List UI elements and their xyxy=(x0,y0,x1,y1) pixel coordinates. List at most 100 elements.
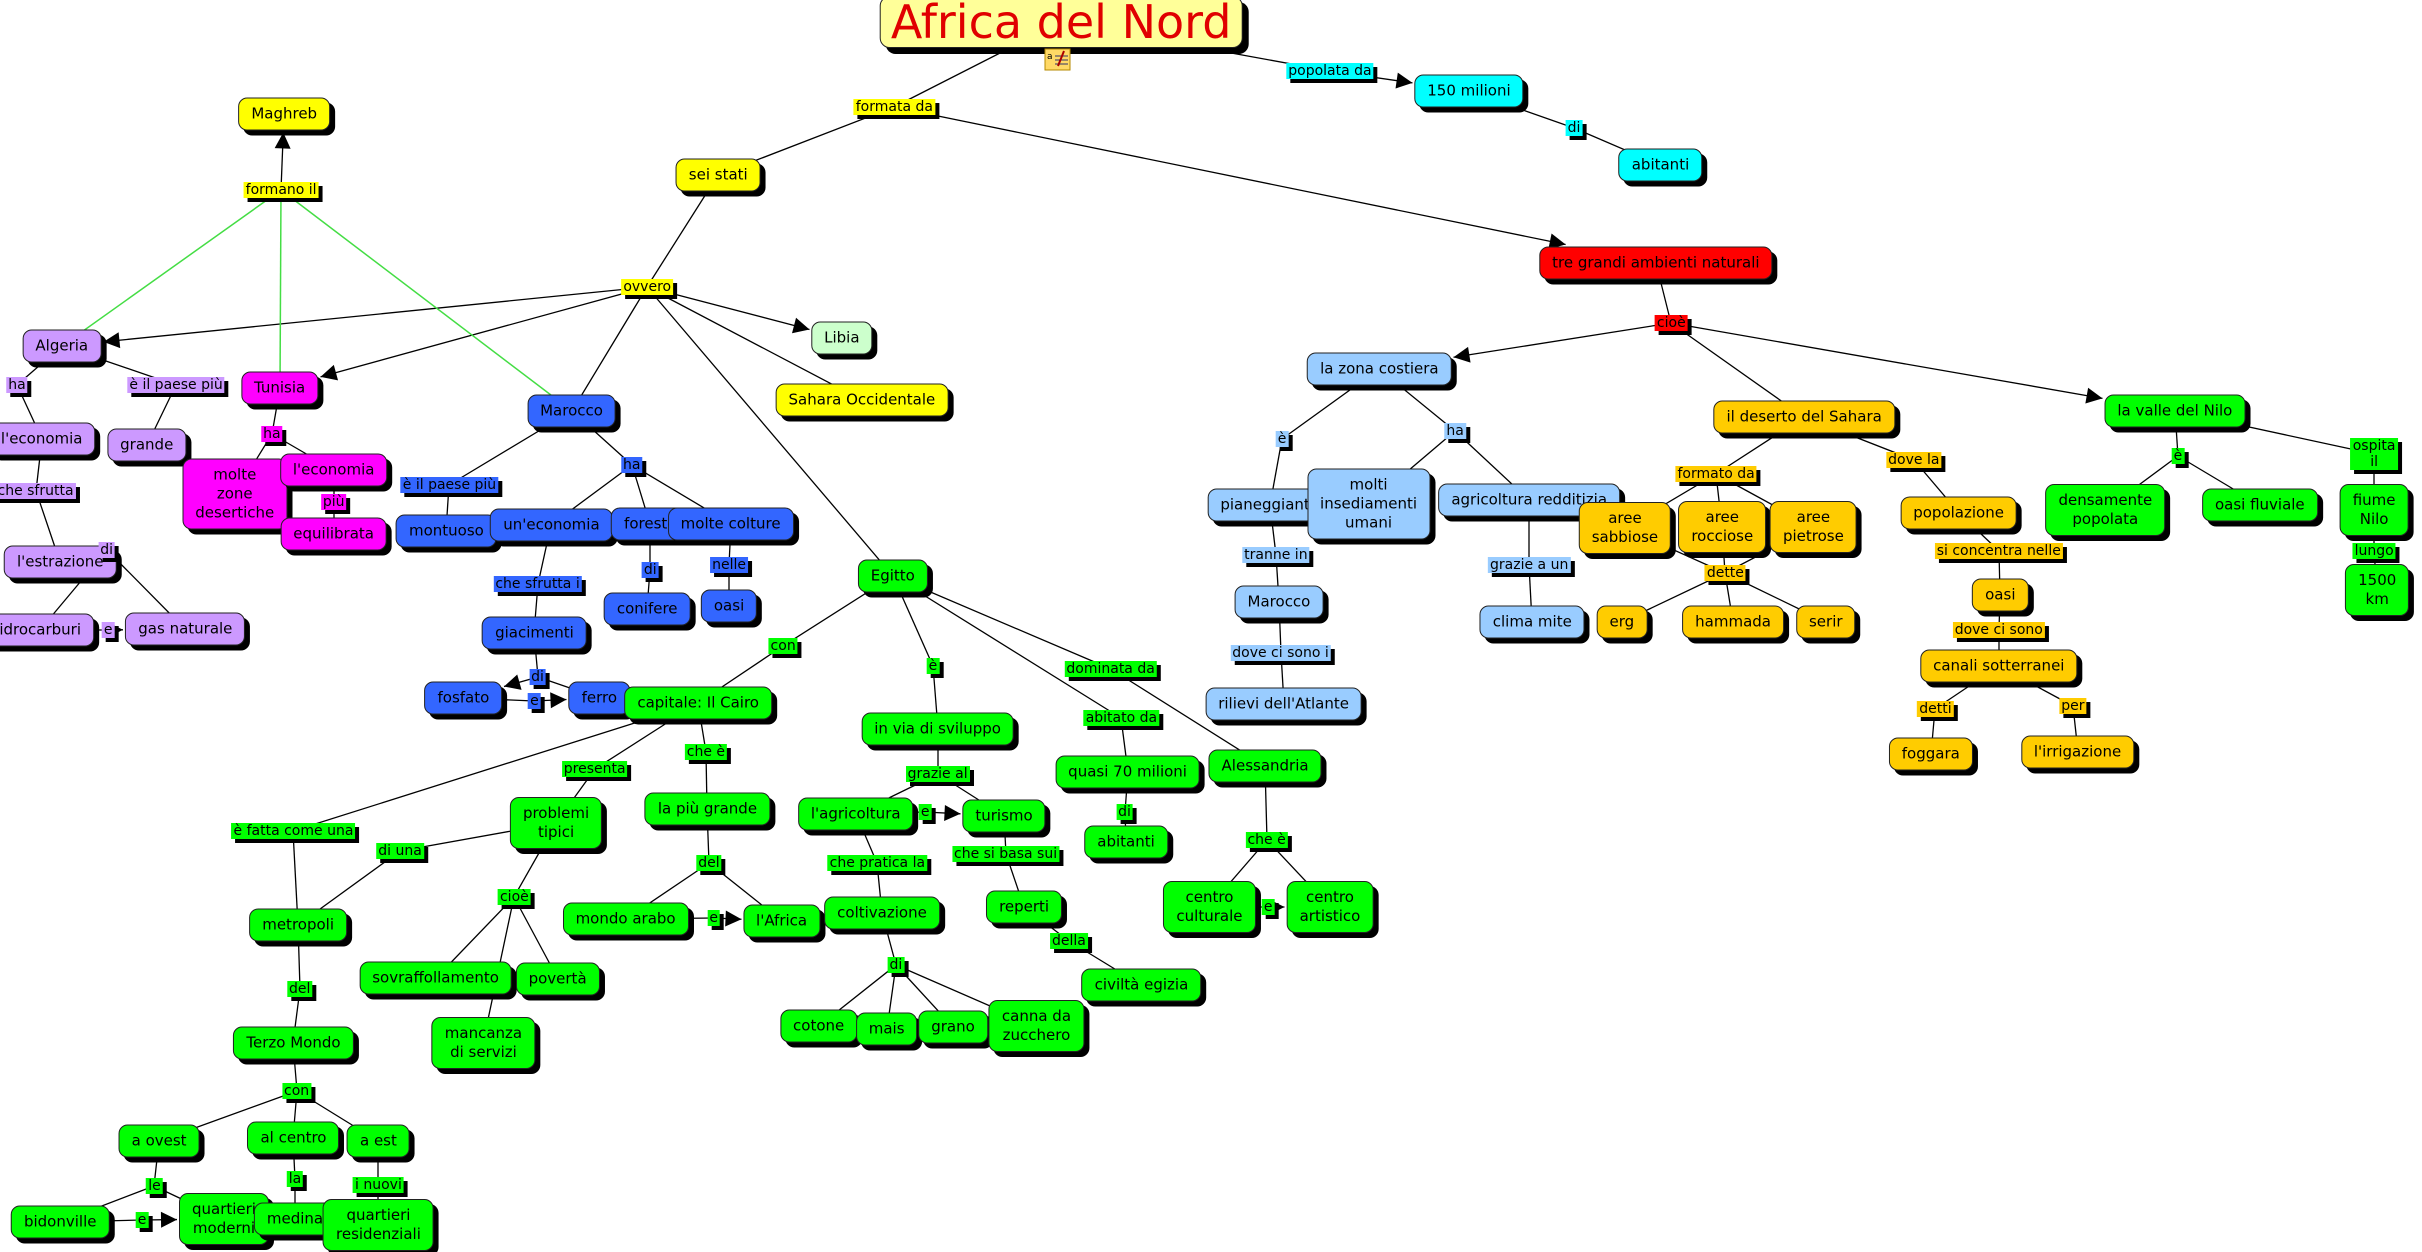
link-label: detti xyxy=(1917,700,1954,717)
link-label: formata da xyxy=(853,98,935,115)
link-label: di xyxy=(1116,804,1133,821)
concept-node[interactable]: conifere xyxy=(603,592,691,626)
concept-node[interactable]: turismo xyxy=(962,799,1046,833)
link-label: di xyxy=(887,957,905,974)
concept-node[interactable]: Sahara Occidentale xyxy=(775,383,949,417)
concept-node[interactable]: molte colture xyxy=(667,507,794,541)
concept-node[interactable]: l'irrigazione xyxy=(2020,735,2135,769)
concept-node[interactable]: a est xyxy=(346,1124,410,1158)
concept-node[interactable]: oasi fluviale xyxy=(2201,488,2318,522)
link-label: ha xyxy=(6,376,28,393)
concept-node[interactable]: hammada xyxy=(1682,605,1784,639)
concept-node[interactable]: metropoli xyxy=(249,908,347,942)
concept-node[interactable]: idrocarburi xyxy=(0,613,94,647)
concept-node[interactable]: molte zone desertiche xyxy=(182,458,288,530)
concept-node[interactable]: Algeria xyxy=(22,329,102,363)
concept-node[interactable]: grande xyxy=(107,428,187,462)
concept-node[interactable]: mancanza di servizi xyxy=(431,1016,536,1069)
concept-node[interactable]: medina xyxy=(253,1202,337,1236)
concept-node[interactable]: grano xyxy=(918,1010,988,1044)
concept-node[interactable]: l'estrazione xyxy=(3,545,117,579)
concept-node[interactable]: l'economia xyxy=(279,453,388,487)
concept-node[interactable]: capitale: Il Cairo xyxy=(624,686,772,720)
concept-node[interactable]: Maghreb xyxy=(238,97,331,131)
concept-node[interactable]: Marocco xyxy=(1234,585,1324,619)
link-label: e xyxy=(135,1212,149,1229)
concept-node[interactable]: molti insediamenti umani xyxy=(1307,468,1431,540)
concept-node[interactable]: aree sabbiose xyxy=(1578,502,1672,555)
concept-node[interactable]: centro culturale xyxy=(1163,880,1256,933)
concept-node[interactable]: in via di sviluppo xyxy=(861,712,1014,746)
concept-node[interactable]: il deserto del Sahara xyxy=(1713,400,1895,434)
concept-node[interactable]: quasi 70 milioni xyxy=(1055,755,1200,789)
concept-node[interactable]: canali sotterranei xyxy=(1920,649,2078,683)
concept-node[interactable]: Egitto xyxy=(857,559,928,593)
concept-node[interactable]: a ovest xyxy=(118,1124,200,1158)
link-label: tranne in xyxy=(1242,546,1310,563)
concept-node[interactable]: rilievi dell'Atlante xyxy=(1205,687,1362,721)
note-icon[interactable]: a xyxy=(1044,48,1072,76)
concept-node[interactable]: problemi tipici xyxy=(509,797,603,850)
concept-node[interactable]: la zona costiera xyxy=(1307,352,1452,386)
concept-node[interactable]: l'agricoltura xyxy=(797,797,914,831)
concept-node[interactable]: densamente popolata xyxy=(2045,483,2166,536)
concept-node[interactable]: Marocco xyxy=(527,394,616,428)
concept-node[interactable]: ferro xyxy=(568,681,631,715)
link-label: è xyxy=(2171,447,2185,464)
arrowhead-icon xyxy=(2085,387,2103,404)
concept-node[interactable]: sei stati xyxy=(675,158,761,192)
map-title[interactable]: Africa del Nord xyxy=(879,0,1243,48)
concept-node[interactable]: Terzo Mondo xyxy=(233,1026,354,1060)
concept-node[interactable]: cotone xyxy=(780,1009,858,1043)
arrowhead-icon xyxy=(791,317,810,334)
concept-node[interactable]: la valle del Nilo xyxy=(2104,394,2246,428)
concept-node[interactable]: mondo arabo xyxy=(562,902,689,936)
concept-node[interactable]: la più grande xyxy=(644,792,771,826)
link-label: è fatta come una xyxy=(231,823,356,840)
link-label: e xyxy=(1261,898,1275,915)
concept-node[interactable]: 1500 km xyxy=(2345,564,2410,617)
concept-node[interactable]: Tunisia xyxy=(240,371,319,405)
concept-node[interactable]: serir xyxy=(1795,605,1856,639)
concept-node[interactable]: equilibrata xyxy=(280,517,387,551)
link-label: la xyxy=(286,1170,304,1187)
connection-line xyxy=(646,174,719,288)
concept-node[interactable]: bidonville xyxy=(10,1205,110,1239)
concept-node[interactable]: Alessandria xyxy=(1208,749,1322,783)
concept-node[interactable]: reperti xyxy=(986,890,1063,924)
concept-node[interactable]: abitanti xyxy=(1084,825,1168,859)
connection-line xyxy=(892,575,1122,719)
concept-node[interactable]: clima mite xyxy=(1479,605,1585,639)
concept-node[interactable]: quartieri residenziali xyxy=(323,1198,434,1251)
concept-node[interactable]: mais xyxy=(855,1012,918,1046)
concept-node[interactable]: abitanti xyxy=(1618,148,1703,182)
concept-node[interactable]: l'Africa xyxy=(743,904,821,938)
link-label: abitato da xyxy=(1083,710,1160,727)
concept-node[interactable]: gas naturale xyxy=(125,612,246,646)
concept-node[interactable]: un'economia xyxy=(490,508,613,542)
concept-node[interactable]: l'economia xyxy=(0,422,96,456)
link-label: e xyxy=(707,909,720,926)
concept-node[interactable]: fiume Nilo xyxy=(2339,483,2409,536)
concept-node[interactable]: 150 milioni xyxy=(1414,74,1524,108)
concept-node[interactable]: al centro xyxy=(247,1121,340,1155)
concept-node[interactable]: fosfato xyxy=(424,681,503,715)
concept-node[interactable]: giacimenti xyxy=(482,616,587,650)
concept-node[interactable]: oasi xyxy=(1972,578,2029,612)
concept-node[interactable]: oasi xyxy=(700,589,758,622)
concept-node[interactable]: aree rocciose xyxy=(1678,500,1767,553)
concept-node[interactable]: canna da zucchero xyxy=(988,999,1085,1052)
concept-node[interactable]: civiltà egizia xyxy=(1081,968,1202,1002)
concept-node[interactable]: aree pietrose xyxy=(1769,500,1857,553)
link-label: ospita il xyxy=(2350,438,2399,471)
concept-node[interactable]: Libia xyxy=(811,321,873,355)
concept-node[interactable]: sovraffollamento xyxy=(359,961,512,995)
concept-node[interactable]: foggara xyxy=(1888,737,1973,771)
concept-node[interactable]: povertà xyxy=(515,962,600,996)
concept-node[interactable]: erg xyxy=(1596,605,1648,639)
concept-node[interactable]: coltivazione xyxy=(824,896,940,930)
concept-node[interactable]: centro artistico xyxy=(1286,880,1374,933)
concept-node[interactable]: montuoso xyxy=(395,514,497,548)
concept-node[interactable]: popolazione xyxy=(1900,496,2017,530)
concept-node[interactable]: tre grandi ambienti naturali xyxy=(1539,246,1773,280)
